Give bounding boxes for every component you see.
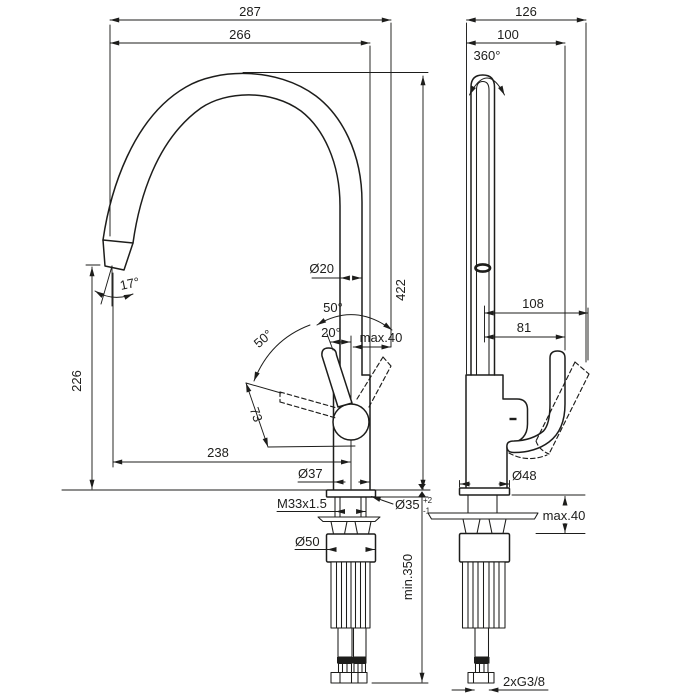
- handle-depth-max-label: 108: [522, 296, 544, 311]
- dim-base-diameter: Ø48: [459, 468, 537, 488]
- handle-lever-side: [506, 350, 566, 454]
- dim-swivel-angle: 360°: [469, 48, 505, 96]
- base-neck-side: [467, 494, 498, 514]
- mounting-sleeve-side: [458, 532, 511, 563]
- body-diameter-label: Ø37: [298, 466, 323, 481]
- dim-handle-rear-clearance: max.40: [352, 330, 403, 350]
- spout-tip: [102, 239, 134, 271]
- handle-depth-label: 81: [517, 320, 531, 335]
- handle-lever-dashed-back: [356, 356, 392, 408]
- hole-diameter-label: Ø35: [395, 497, 420, 512]
- washer-leg-side-right: [488, 518, 507, 535]
- handle-lever-side-dashed: [508, 361, 590, 460]
- swivel-angle-label: 360°: [474, 48, 501, 63]
- hole-tolerance-minus-label: -1: [423, 507, 431, 516]
- handle-rear-clearance-label: max.40: [360, 330, 403, 345]
- outlet-angle-label: 17°: [119, 274, 141, 293]
- dim-handle-back-tilt: 20°: [321, 325, 352, 351]
- washer-leg-left: [330, 520, 348, 535]
- hose-min-length-label: min.350: [400, 554, 415, 600]
- total-depth-label: 126: [515, 4, 537, 19]
- outlet-projection-label: 238: [207, 445, 229, 460]
- handle-lever-dashed-side: [279, 391, 338, 419]
- upper-depth-label: 100: [497, 27, 519, 42]
- max-deck-thickness-label: max.40: [543, 508, 586, 523]
- dim-total-depth: 126: [466, 4, 587, 375]
- dim-total-height: 422: [242, 72, 429, 490]
- washer-leg-right: [354, 520, 372, 535]
- ribbed-shank-side: [461, 561, 506, 629]
- handle-length-label: 73: [247, 405, 266, 424]
- outlet-height-label: 226: [69, 370, 84, 392]
- hole-tolerance-plus-label: +2: [423, 496, 433, 505]
- dim-total-width: 287: [109, 4, 392, 348]
- locknut-diameter-label: Ø50: [295, 534, 320, 549]
- spout-inner-curve: [132, 94, 341, 376]
- hose-connection-label: 2xG3/8: [503, 674, 545, 689]
- dim-locknut-diameter: Ø50: [294, 534, 376, 552]
- horseshoe-washer-side: [427, 512, 539, 520]
- dim-upper-depth: 100: [466, 27, 566, 351]
- supply-hoses: [330, 627, 368, 684]
- washer-leg-side-left: [462, 518, 481, 535]
- dim-body-diameter: Ø37: [297, 466, 370, 485]
- mounting-sleeve: [325, 533, 377, 563]
- dim-outlet-angle: 17°: [94, 265, 141, 307]
- dim-mounting-thread: M33x1.5: [276, 496, 366, 514]
- horseshoe-washer: [317, 516, 381, 523]
- supply-hose-side: [467, 627, 495, 684]
- handle-lever: [321, 347, 353, 408]
- base-flange: [325, 489, 377, 498]
- thread-section: [334, 496, 367, 518]
- dim-outlet-projection: 238: [112, 272, 351, 468]
- dim-handle-depth-max: 108: [484, 296, 589, 361]
- total-width-label: 287: [239, 4, 261, 19]
- mounting-thread-label: M33x1.5: [277, 496, 327, 511]
- base-diameter-label: Ø48: [512, 468, 537, 483]
- dim-handle-length: 73: [245, 382, 356, 448]
- spout-reach-label: 266: [229, 27, 251, 42]
- dim-spout-reach: 266: [109, 27, 371, 375]
- base-flange-side: [458, 487, 511, 496]
- handle-ball-joint: [332, 403, 370, 441]
- total-height-label: 422: [393, 279, 408, 301]
- dim-outlet-height: 226: [69, 264, 101, 490]
- spout-tube-outer: [470, 74, 496, 376]
- dim-hose-connection: 2xG3/8: [451, 674, 549, 693]
- spout-outer-curve: [102, 72, 363, 376]
- handle-back-tilt-label: 20°: [321, 325, 341, 340]
- hose-hex-nut-side: [467, 671, 495, 684]
- hose-hex-nut: [330, 671, 368, 684]
- spout-tube-inner: [475, 80, 490, 376]
- side-view: 126 100 360° 108 81 Ø48: [427, 4, 590, 693]
- dim-spout-tube-diameter: Ø20: [309, 261, 362, 281]
- ribbed-shank: [330, 561, 371, 629]
- spout-tube-diameter-label: Ø20: [309, 261, 334, 276]
- dim-max-deck-thickness: max.40: [511, 494, 586, 534]
- handle-swing-top-label: 50°: [323, 300, 343, 315]
- handle-swing-side-label: 50°: [251, 326, 276, 350]
- dim-hose-min-length: min.350: [371, 484, 429, 684]
- dim-handle-depth: 81: [484, 320, 566, 340]
- dim-hole-diameter: Ø35 +2 -1: [371, 496, 433, 516]
- front-view: 287 266 422 226 238 Ø20: [61, 4, 433, 684]
- aerator-outlet: [474, 263, 492, 273]
